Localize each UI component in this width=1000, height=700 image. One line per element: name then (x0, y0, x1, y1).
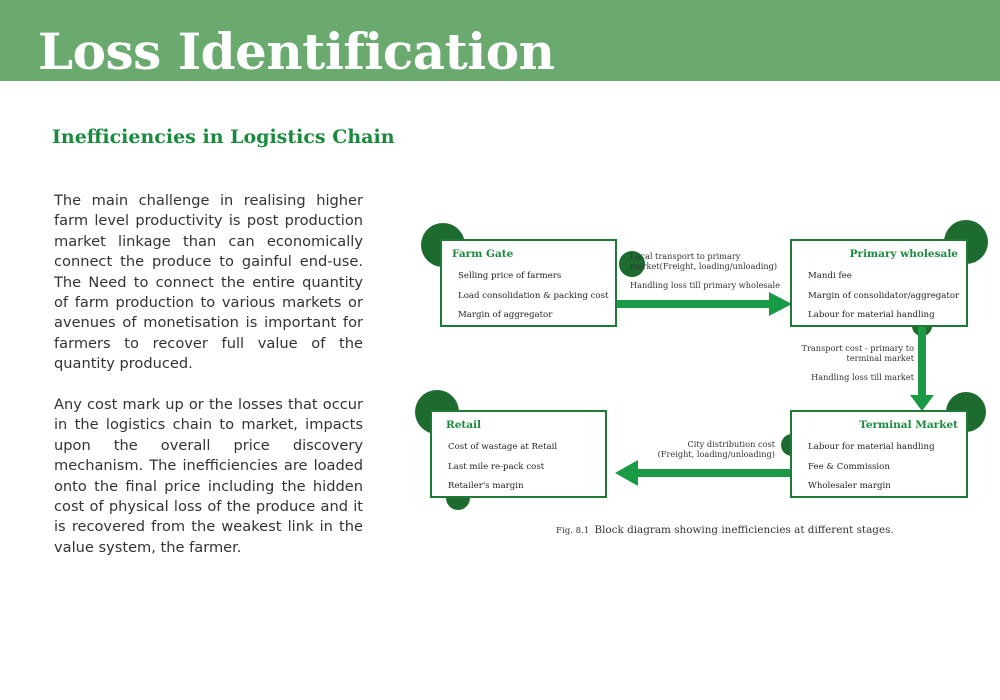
arrow-farm-to-primary (617, 292, 792, 316)
primary-wholesale-item: Labour for material handling (808, 310, 935, 320)
section-heading: Inefficiencies in Logistics Chain (52, 126, 395, 148)
primary-wholesale-items: Mandi fee Margin of consolidator/aggrega… (808, 267, 959, 326)
primary-to-terminal-label-3: Handling loss till market (811, 372, 914, 382)
terminal-market-item: Labour for material handling (808, 442, 935, 452)
header-band: Loss Identification (0, 0, 1000, 81)
arrow-primary-to-terminal (910, 325, 934, 411)
terminal-market-box: Terminal Market Labour for material hand… (790, 410, 968, 498)
retail-box: Retail Cost of wastage at Retail Last mi… (430, 410, 607, 498)
primary-to-terminal-label-1: Transport cost - primary to (801, 343, 914, 353)
farm-gate-item: Selling price of farmers (458, 271, 562, 281)
farm-gate-box: Farm Gate Selling price of farmers Load … (440, 239, 617, 327)
terminal-to-retail-label-1: City distribution cost (687, 439, 775, 449)
farm-to-primary-label-2: market(Freight, loading/unloading) (630, 261, 778, 271)
farm-gate-item: Load consolidation & packing cost (458, 290, 609, 301)
farm-gate-title: Farm Gate (452, 248, 514, 260)
farm-to-primary-label-1: Local transport to primary (630, 251, 741, 261)
primary-wholesale-item: Margin of consolidator/aggregator (808, 290, 960, 301)
terminal-to-retail-label-2: (Freight, loading/unloading) (657, 449, 775, 459)
figure-caption-text: Block diagram showing inefficiencies at … (594, 524, 894, 536)
logistics-block-diagram: Farm Gate Selling price of farmers Load … (410, 215, 1000, 545)
primary-to-terminal-label-2: terminal market (846, 353, 914, 363)
figure-number: Fig. 8.1 (556, 526, 590, 536)
farm-to-primary-label-3: Handling loss till primary wholesale (630, 280, 780, 290)
body-text: The main challenge in realising higher f… (54, 191, 363, 579)
terminal-market-item: Wholesaler margin (808, 481, 891, 491)
primary-wholesale-item: Mandi fee (808, 271, 852, 281)
retail-item: Cost of wastage at Retail (448, 442, 558, 452)
figure-caption: Fig. 8.1 Block diagram showing inefficie… (556, 518, 894, 537)
terminal-market-items: Labour for material handling Fee & Commi… (808, 438, 935, 497)
retail-items: Cost of wastage at Retail Last mile re-p… (448, 438, 557, 497)
terminal-market-title: Terminal Market (859, 419, 958, 431)
farm-gate-item: Margin of aggregator (458, 310, 553, 320)
retail-item: Last mile re-pack cost (448, 461, 545, 472)
body-paragraph-1: The main challenge in realising higher f… (54, 192, 363, 373)
retail-item: Retailer's margin (448, 481, 524, 491)
retail-title: Retail (446, 419, 482, 431)
farm-gate-side-circle (619, 251, 645, 277)
arrow-terminal-to-retail (615, 460, 792, 486)
farm-gate-items: Selling price of farmers Load consolidat… (458, 267, 609, 326)
primary-wholesale-box: Primary wholesale Mandi fee Margin of co… (790, 239, 968, 327)
primary-wholesale-title: Primary wholesale (849, 248, 958, 260)
terminal-market-item: Fee & Commission (808, 461, 890, 472)
body-paragraph-2: Any cost mark up or the losses that occu… (54, 396, 363, 556)
page-title: Loss Identification (38, 22, 555, 81)
